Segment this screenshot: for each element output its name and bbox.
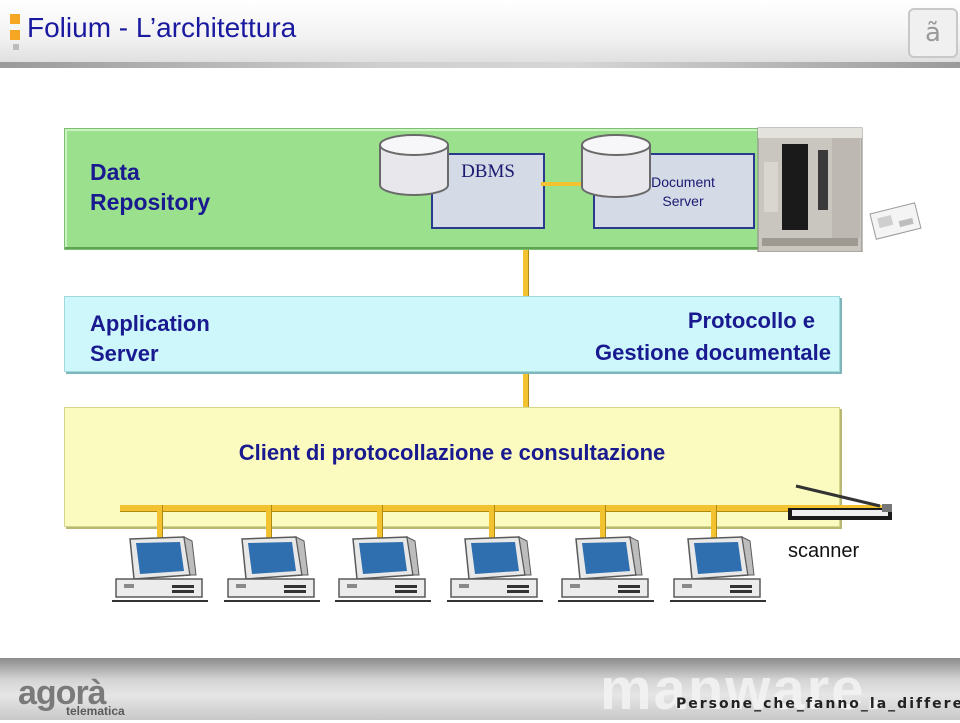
a-logo-icon: ã <box>908 8 958 58</box>
protocol-service-label-line1: Protocollo e <box>687 308 815 333</box>
header-bar <box>0 0 960 62</box>
document-database-icon <box>581 134 651 198</box>
data-repository-label-line2: Repository <box>90 189 211 215</box>
agora-logo-sub: telematica <box>66 704 125 718</box>
client-label: Client di protocollazione e consultazion… <box>238 440 666 465</box>
data-repository-label: Data Repository <box>90 157 210 217</box>
workstation-computer-icon <box>670 536 766 602</box>
protocol-service-label: Protocollo e Gestione documentale <box>595 305 831 369</box>
title-bullet-icon <box>10 14 20 24</box>
scanner-label: scanner <box>788 540 860 562</box>
protocol-service-label-line2: Gestione documentale <box>595 340 831 365</box>
network-drop <box>489 505 494 547</box>
dbms-docserver-link <box>541 182 591 186</box>
footer-bar <box>0 658 960 720</box>
network-drop <box>157 505 162 547</box>
agora-logo: agorà <box>18 674 107 712</box>
network-drop <box>377 505 382 547</box>
network-bus <box>120 505 890 511</box>
workstation-computer-icon <box>447 536 543 602</box>
application-server-panel: Application Server Protocollo e Gestione… <box>64 296 840 372</box>
scanner-icon <box>788 484 892 520</box>
document-server-label: Document Server <box>613 173 753 211</box>
page-title: Folium - L’architettura <box>27 12 297 43</box>
title-bullet-icon <box>13 44 19 50</box>
workstation-computer-icon <box>112 536 208 602</box>
dbms-database-icon <box>379 134 449 196</box>
manware-logo: manware. <box>600 657 884 722</box>
workstation-computer-icon <box>558 536 654 602</box>
app-client-connector <box>523 370 528 407</box>
application-server-label: Application Server <box>90 309 210 369</box>
application-server-label-line2: Server <box>90 341 159 366</box>
data-repository-label-line1: Data <box>90 159 140 185</box>
title-bullet-icon <box>10 30 20 40</box>
header-divider <box>0 62 960 68</box>
repo-app-connector <box>523 248 528 296</box>
network-drop <box>600 505 605 547</box>
application-server-label-line1: Application <box>90 311 210 336</box>
network-drop <box>711 505 716 547</box>
workstation-computer-icon <box>224 536 320 602</box>
document-server-label-line2: Server <box>662 193 704 209</box>
footer-tagline: Persone_che_fanno_la_differenza <box>676 696 960 712</box>
network-drop <box>266 505 271 547</box>
workstation-computer-icon <box>335 536 431 602</box>
document-server-label-line1: Document <box>651 174 715 190</box>
dbms-label: DBMS <box>461 161 515 182</box>
storage-jukebox-icon <box>757 127 922 252</box>
